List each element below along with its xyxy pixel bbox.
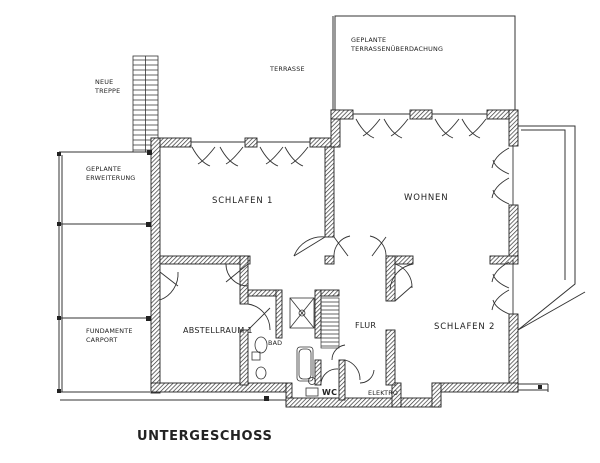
flur-stair [320,297,340,349]
right-side-annex [517,125,586,331]
label-bad: BAD [268,339,282,347]
terrace-roof-outline [332,15,516,110]
label-terrassenueberdachung-2: TERRASSENÜBERDACHUNG [350,44,443,53]
windows [191,113,514,315]
label-schlafen-1: SCHLAFEN 1 [212,196,273,206]
label-neue-treppe-1: NEUE [95,78,113,86]
basement-edge-line [60,383,549,401]
label-neue-treppe-2: TREPPE [94,87,120,95]
label-geplante-erweiterung-1: GEPLANTE [86,165,121,173]
column-markers [57,150,542,401]
label-schlafen-2: SCHLAFEN 2 [434,322,495,332]
label-terrassenueberdachung-1: GEPLANTE [351,36,386,44]
sanitary-fixtures [251,297,319,397]
label-wohnen: WOHNEN [404,193,448,203]
label-fundamente-carport-2: CARPORT [86,336,117,344]
main-walls [150,109,519,408]
label-flur: FLUR [355,321,376,330]
doors [159,235,414,384]
label-terrasse: TERRASSE [269,65,305,73]
label-wc: WC [322,388,337,397]
plan-title: UNTERGESCHOSS [137,429,273,444]
label-abstellraum-1: ABSTELLRAUM 1 [183,326,253,335]
label-fundamente-carport-1: FUNDAMENTE [86,327,133,335]
planned-extension-outline [58,151,150,393]
label-geplante-erweiterung-2: ERWEITERUNG [86,174,135,182]
label-elektro: ELEKTRO [368,389,398,397]
